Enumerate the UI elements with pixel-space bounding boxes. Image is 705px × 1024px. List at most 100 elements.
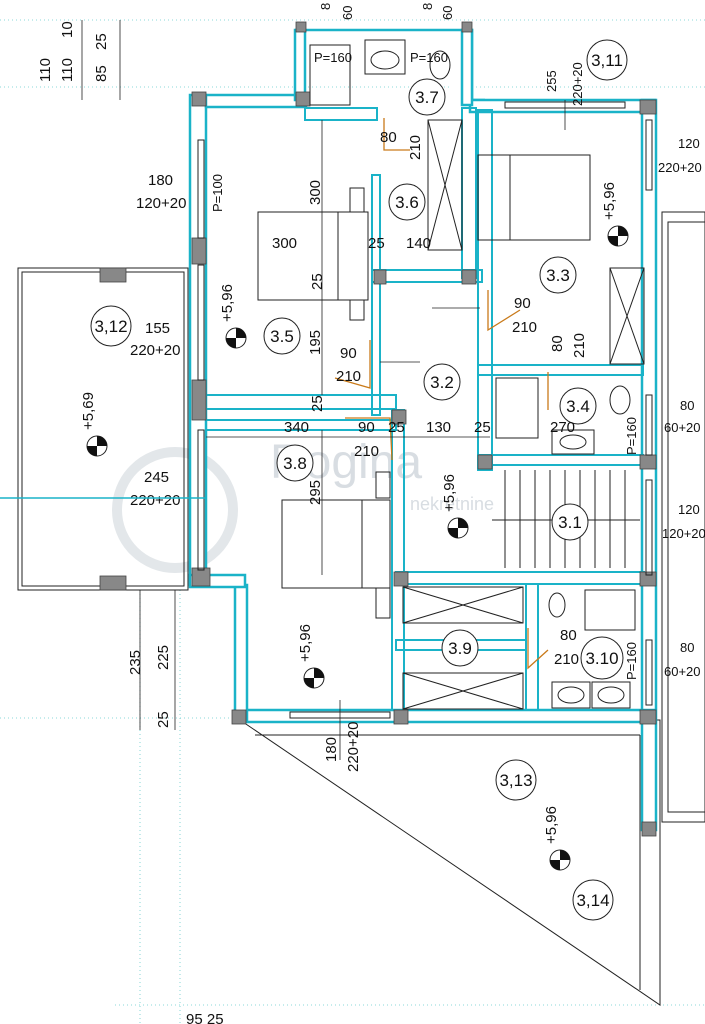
room-3-8: 3.8 (276, 444, 314, 482)
dim-25-d: 25 (388, 419, 405, 436)
level-3-2: +5,96 (441, 474, 458, 512)
svg-text:3,14: 3,14 (576, 891, 609, 910)
dim-220-20-e: 220+20 (345, 722, 362, 772)
level-3-13: +5,96 (543, 806, 560, 844)
room-3-6: 3.6 (388, 183, 426, 221)
dim-80-b2: 80 (680, 640, 694, 655)
dim-235: 235 (127, 650, 144, 675)
dim-8-a: 8 (318, 3, 333, 10)
dim-110-a: 110 (37, 58, 54, 82)
dim-bottom: 95 25 (186, 1011, 224, 1024)
dim-85: 85 (93, 65, 110, 82)
svg-text:3,12: 3,12 (94, 317, 127, 336)
dim-180-b: 180 (323, 737, 340, 762)
grid-lines (0, 19, 705, 1024)
shower-3-7 (309, 44, 351, 106)
level-markers (86, 225, 629, 871)
dim-p160-c: P=160 (624, 417, 639, 455)
dim-210-b: 210 (512, 319, 537, 336)
wardrobe-3-9b (402, 672, 524, 710)
room-3-3: 3.3 (539, 256, 577, 294)
toilet-3-7 (429, 50, 451, 80)
dim-245: 245 (144, 469, 169, 486)
level-3-5: +5,96 (219, 284, 236, 322)
room-3-10: 3.10 (580, 636, 624, 680)
svg-text:3,13: 3,13 (499, 771, 532, 790)
level-marker-3-3 (607, 225, 629, 247)
wardrobe-3-9a (402, 586, 524, 624)
svg-text:3.1: 3.1 (558, 513, 582, 532)
dim-90-b: 90 (514, 295, 531, 312)
level-marker-3-5 (225, 327, 247, 349)
svg-text:3.2: 3.2 (430, 373, 454, 392)
level-labels: +5,96 +5,69 +5,96 +5,96 +5,96 +5,96 (80, 182, 618, 844)
dim-120-20-b: 120+20 (662, 526, 705, 541)
level-marker-3-2 (447, 517, 469, 539)
dim-p160-a: P=160 (314, 50, 352, 65)
dim-90-a: 90 (340, 345, 357, 362)
level-3-3: +5,96 (601, 182, 618, 220)
dimension-lines (81, 20, 566, 760)
dim-295: 295 (307, 480, 324, 505)
dim-210-top: 210 (407, 135, 424, 160)
dim-120-b: 120 (678, 502, 700, 517)
sink-3-10a (551, 681, 591, 709)
dim-210-d: 210 (354, 443, 379, 460)
dim-180: 180 (148, 172, 173, 189)
dim-155: 155 (145, 320, 170, 337)
dim-110-b: 110 (59, 58, 76, 82)
level-3-12: +5,69 (80, 392, 97, 430)
dim-130: 130 (426, 419, 451, 436)
dim-25-top: 25 (93, 33, 110, 50)
dim-8-b: 8 (420, 3, 435, 10)
dim-80-top: 80 (380, 129, 397, 146)
room-3-4: 3.4 (559, 387, 597, 425)
room-3-2: 3.2 (423, 363, 461, 401)
dim-220-20-a: 220+20 (570, 62, 585, 106)
svg-text:3.7: 3.7 (415, 88, 439, 107)
dimension-labels: 110 110 10 85 25 8 60 8 60 P=160 P=160 2… (37, 3, 705, 1024)
dim-80-c: 80 (560, 627, 577, 644)
dim-210-e: 210 (554, 651, 579, 668)
dim-25-b: 25 (309, 273, 326, 290)
dim-80-a: 80 (680, 398, 694, 413)
windows (197, 101, 653, 719)
toilet-3-10 (548, 592, 566, 618)
dim-25-c: 25 (309, 395, 326, 412)
svg-text:3.5: 3.5 (270, 327, 294, 346)
furniture (257, 39, 645, 710)
dim-300-h: 300 (272, 235, 297, 252)
room-3-5: 3.5 (263, 317, 301, 355)
level-marker-3-13 (549, 849, 571, 871)
balcony-right (661, 211, 705, 823)
dim-25-e: 25 (474, 419, 491, 436)
svg-text:3.8: 3.8 (283, 454, 307, 473)
level-marker-3-12 (86, 435, 108, 457)
bed-3-3 (477, 154, 591, 241)
watermark-sub: nekretnine (410, 494, 494, 514)
room-3-13: 3,13 (495, 759, 537, 801)
dim-140: 140 (406, 235, 431, 252)
dim-10: 10 (59, 21, 76, 38)
dim-90-c: 90 (358, 419, 375, 436)
dim-25-a: 25 (368, 235, 385, 252)
dim-340: 340 (284, 419, 309, 436)
dim-225: 225 (155, 645, 172, 670)
dim-270: 270 (550, 419, 575, 436)
svg-text:3.3: 3.3 (546, 266, 570, 285)
dim-p160-d: P=160 (624, 642, 639, 680)
room-3-12: 3,12 (90, 305, 132, 347)
dim-255: 255 (544, 70, 559, 92)
svg-text:3.4: 3.4 (566, 397, 590, 416)
sink-3-10b (591, 681, 631, 709)
room-3-7: 3.7 (408, 78, 446, 116)
dim-300-v: 300 (307, 180, 324, 205)
room-3-14: 3,14 (572, 879, 614, 921)
room-3-11: 3,11 (586, 39, 628, 81)
shower-3-4 (495, 377, 539, 439)
sink-3-4 (551, 429, 595, 455)
svg-text:3,11: 3,11 (591, 51, 623, 70)
dim-220-20-b: 220+20 (658, 160, 702, 175)
dim-60-a: 60 (340, 6, 355, 20)
